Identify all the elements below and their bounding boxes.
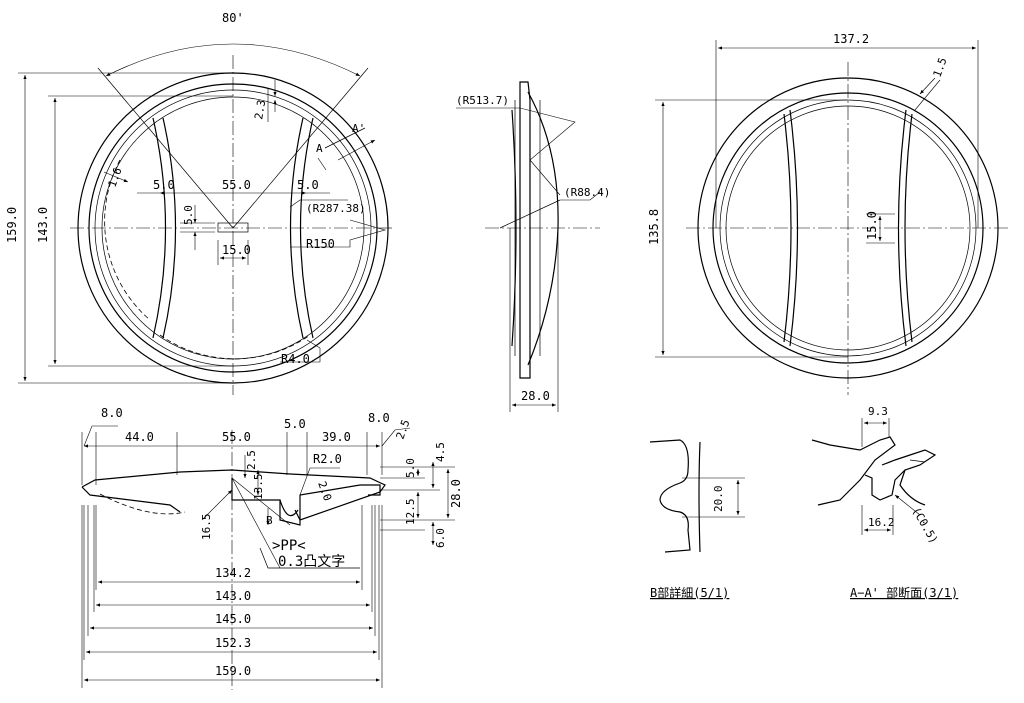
width-134-2: 134.2 — [215, 566, 251, 580]
section-dim-8a: 8.0 — [101, 406, 123, 420]
radius-150-label: R150 — [306, 237, 335, 251]
radius-513-label: (R513.7) — [456, 94, 509, 107]
section-mark-a-prime: A' — [352, 122, 365, 135]
section-dim-2-0: 2.0 — [315, 480, 334, 503]
section-dim-55: 55.0 — [222, 430, 251, 444]
material-marking: 0.3凸文字 — [278, 554, 345, 570]
edge-label: 1.6 — [106, 166, 125, 189]
width-159: 159.0 — [215, 664, 251, 678]
detail-b: 20.0 B部詳細(5/1) — [649, 439, 745, 600]
radius-4-label: R4.0 — [281, 352, 310, 366]
section-mark-a: A — [316, 142, 323, 155]
detail-aa-bottom: 16.2 — [868, 516, 895, 529]
rib-left-label: 5.0 — [153, 178, 175, 192]
depth-label: 28.0 — [521, 389, 550, 403]
section-dim-5: 5.0 — [284, 417, 306, 431]
section-mark-b: B — [266, 514, 273, 527]
section-dim-5-v: 5.0 — [404, 458, 417, 478]
section-dim-6: 6.0 — [434, 528, 447, 548]
hole-height-label: 5.0 — [182, 205, 195, 225]
section-dim-39: 39.0 — [322, 430, 351, 444]
slot-label: 15.0 — [865, 211, 879, 240]
detail-b-dim: 20.0 — [712, 486, 725, 513]
detail-b-caption: B部詳細(5/1) — [650, 585, 729, 600]
section-dim-2-5-inner: 2.5 — [245, 450, 258, 470]
inner-diameter-label: 143.0 — [36, 207, 50, 243]
section-dim-12-5: 12.5 — [404, 499, 417, 526]
radius-88-label: (R88.4) — [564, 186, 610, 199]
section-dim-2-5-top: 2.5 — [394, 418, 413, 441]
detail-aa: 9.3 16.2 (C0.5) A−A' 部断面(3/1) — [811, 405, 958, 600]
span-label: 55.0 — [222, 178, 251, 192]
section-dim-4-5: 4.5 — [434, 442, 447, 462]
detail-aa-chamfer: (C0.5) — [909, 505, 940, 546]
gap-top-label: 2.3 — [252, 99, 268, 121]
detail-aa-caption: A−A' 部断面(3/1) — [850, 585, 958, 600]
section-dim-28: 28.0 — [449, 479, 463, 508]
front-view: 80' 159.0 143.0 2.3 1.6 5.0 55.0 5.0 (R2… — [5, 11, 395, 395]
width-143: 143.0 — [215, 589, 251, 603]
width-145: 145.0 — [215, 612, 251, 626]
angle-label: 80' — [222, 11, 244, 25]
rib-right-label: 5.0 — [297, 178, 319, 192]
wall-label: 1.5 — [931, 56, 950, 79]
right-diameter-v-label: 135.8 — [647, 209, 661, 245]
right-diameter-h-label: 137.2 — [833, 32, 869, 46]
outer-diameter-label: 159.0 — [5, 207, 19, 243]
hole-width-label: 15.0 — [222, 243, 251, 257]
detail-aa-top: 9.3 — [868, 405, 888, 418]
section-view: 8.0 44.0 55.0 5.0 39.0 8.0 2.5 2.5 R2.0 … — [81, 406, 463, 690]
section-dim-16-5: 16.5 — [200, 514, 213, 541]
section-dim-r2: R2.0 — [313, 452, 342, 466]
section-dim-44: 44.0 — [125, 430, 154, 444]
material-code: >PP< — [272, 538, 306, 554]
side-view: (R513.7) (R88.4) 28.0 — [456, 81, 610, 412]
radius-287-label: (R287.38) — [306, 202, 366, 215]
right-view: 137.2 1.5 135.8 15.0 — [647, 32, 1010, 395]
section-dim-13-5: 13.5 — [252, 474, 265, 501]
width-152-3: 152.3 — [215, 636, 251, 650]
section-dim-8b: 8.0 — [368, 411, 390, 425]
